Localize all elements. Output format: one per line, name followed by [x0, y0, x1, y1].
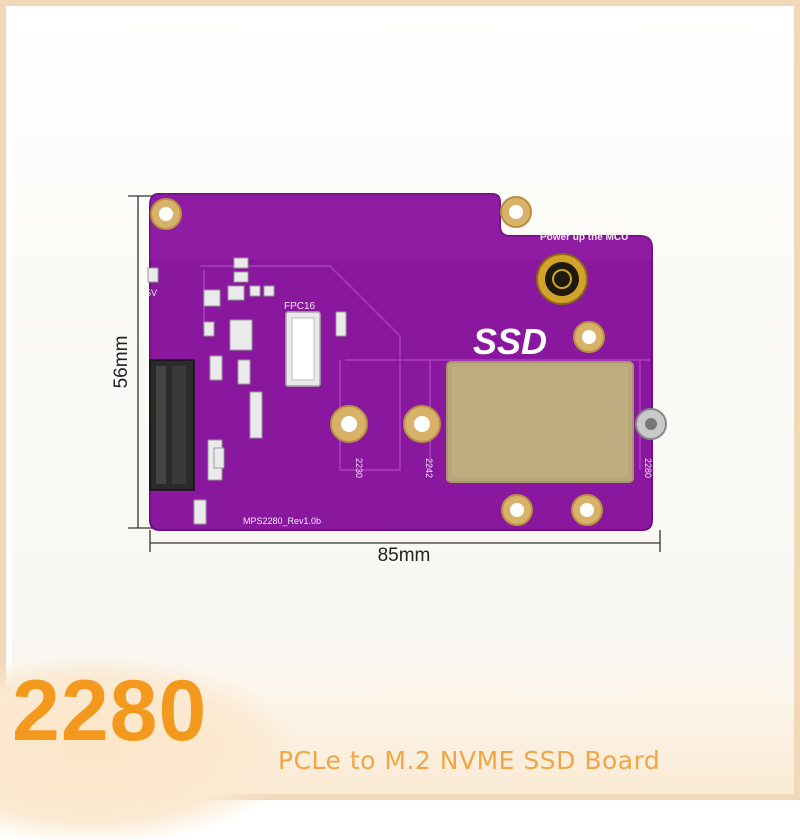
fpc-connector: [285, 311, 321, 387]
height-label: 56mm: [111, 336, 132, 389]
components: [147, 257, 347, 525]
pcb-board: SSD Power up the MCU FPC16 MPS2280_Rev1.…: [146, 193, 667, 531]
power-silkscreen: 5V: [146, 288, 157, 298]
mounting-holes: [150, 196, 605, 526]
product-caption: PCLe to M.2 NVME SSD Board: [278, 746, 661, 775]
product-photo: 56mm 85mm: [111, 193, 667, 566]
screw-standoff: [635, 408, 667, 440]
ssd-silkscreen: SSD: [473, 321, 547, 362]
size-2230-silkscreen: 2230: [354, 458, 364, 478]
ssd-pad-area: [446, 361, 634, 483]
dimension-lines: [128, 195, 661, 552]
size-2280-silkscreen: 2280: [643, 458, 653, 478]
product-code: 2280: [12, 663, 208, 759]
mcu-silkscreen: Power up the MCU: [540, 232, 628, 243]
size-2242-silkscreen: 2242: [424, 458, 434, 478]
revision-silkscreen: MPS2280_Rev1.0b: [243, 516, 321, 526]
width-label: 85mm: [378, 545, 431, 566]
m2-slot: [149, 359, 195, 491]
qa-sticker: [536, 253, 588, 305]
fpc-silkscreen: FPC16: [284, 301, 316, 312]
